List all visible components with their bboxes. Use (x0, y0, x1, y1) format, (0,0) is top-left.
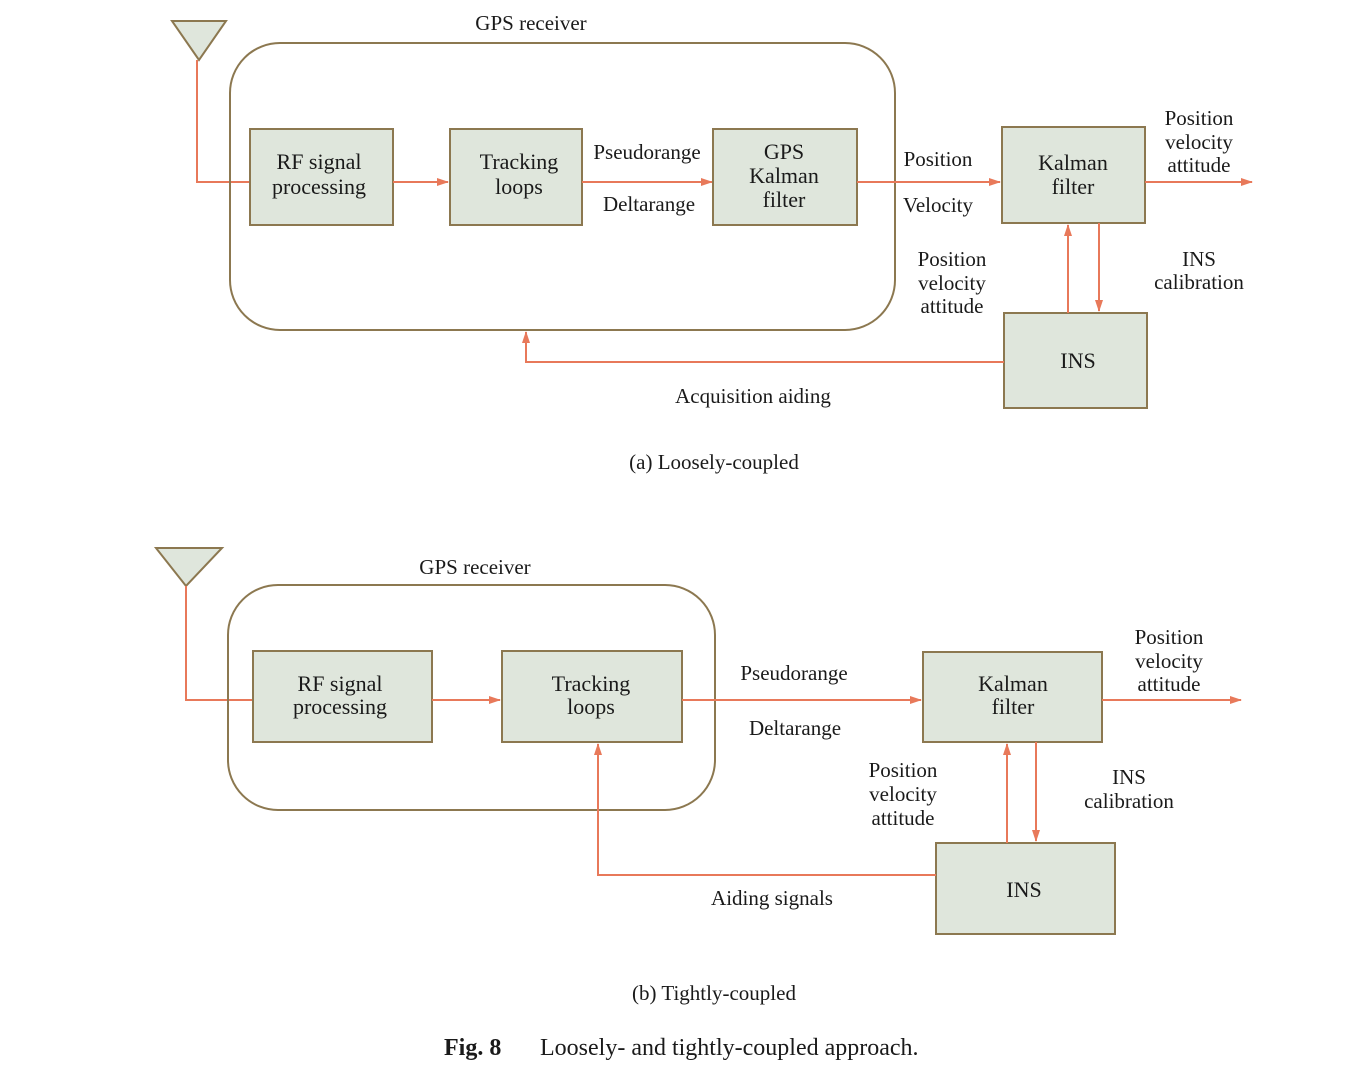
rf-block-label-line2: processing (272, 174, 366, 199)
output-label-line1: Position (1135, 625, 1204, 649)
rf-signal-processing-block (252, 650, 433, 743)
deltarange-label: Deltarange (749, 716, 841, 740)
acquisition-aiding-label: Acquisition aiding (675, 384, 831, 408)
ins-output-label-line2: velocity (918, 271, 986, 295)
loosely-coupled-caption: (a) Loosely-coupled (629, 450, 799, 474)
output-label-line1: Position (1165, 106, 1234, 130)
gps-kf-label-line3: filter (763, 187, 806, 212)
antenna-feed-line (196, 60, 250, 183)
kalman-block-label-line1: Kalman (1038, 150, 1108, 175)
pseudorange-label: Pseudorange (593, 140, 700, 164)
ins-output-label-line3: attitude (872, 806, 935, 830)
output-label-line3: attitude (1168, 153, 1231, 177)
ins-output-label-line1: Position (918, 247, 987, 271)
antenna-icon (170, 20, 228, 62)
aiding-signals-label: Aiding signals (711, 886, 833, 910)
antenna-feed-line (185, 586, 253, 701)
loosely-coupled-diagram: GPS receiver RF signal processing Tracki… (170, 11, 1253, 474)
tracking-block-label-line2: loops (567, 694, 615, 719)
rf-block-label-line1: RF signal (277, 149, 362, 174)
ins-block-label: INS (1006, 877, 1041, 902)
output-label-line3: attitude (1138, 672, 1201, 696)
rf-block-label-line1: RF signal (298, 671, 383, 696)
antenna-icon (153, 547, 225, 588)
deltarange-label: Deltarange (603, 192, 695, 216)
tracking-block-label-line1: Tracking (552, 671, 631, 696)
output-label-line2: velocity (1165, 130, 1233, 154)
tightly-coupled-caption: (b) Tightly-coupled (632, 981, 796, 1005)
tracking-block-label-line2: loops (495, 174, 543, 199)
ins-calibration-label-line2: calibration (1154, 270, 1244, 294)
pseudorange-label: Pseudorange (740, 661, 847, 685)
tracking-block-label-line1: Tracking (480, 149, 559, 174)
kalman-filter-block (922, 651, 1103, 743)
gps-receiver-frame (227, 584, 716, 811)
gps-receiver-label: GPS receiver (475, 11, 586, 35)
aiding-signals-arrow (594, 743, 936, 876)
gps-receiver-label: GPS receiver (419, 555, 530, 579)
gps-receiver-frame (229, 42, 896, 331)
tracking-loops-block (501, 650, 683, 743)
ins-output-label-line1: Position (869, 758, 938, 782)
ins-output-label-line2: velocity (869, 782, 937, 806)
kalman-block-label-line2: filter (992, 694, 1035, 719)
figure-title: Loosely- and tightly-coupled approach. (540, 1035, 919, 1061)
rf-signal-processing-block (249, 128, 394, 226)
kalman-block-label-line1: Kalman (978, 671, 1048, 696)
rf-block-label-line2: processing (293, 694, 387, 719)
ins-calibration-label-line1: INS (1182, 247, 1216, 271)
position-label: Position (904, 147, 973, 171)
ins-block-label: INS (1060, 348, 1095, 373)
figure-caption: Fig. 8 Loosely- and tightly-coupled appr… (444, 1035, 919, 1061)
tightly-coupled-diagram: GPS receiver RF signal processing Tracki… (153, 547, 1242, 1005)
gps-kf-label-line2: Kalman (749, 163, 819, 188)
kalman-filter-block (1001, 126, 1146, 224)
figure-number: Fig. 8 (444, 1035, 501, 1061)
ins-calibration-label-line2: calibration (1084, 789, 1174, 813)
ins-output-label-line3: attitude (921, 294, 984, 318)
ins-block (1003, 312, 1148, 409)
output-label-line2: velocity (1135, 649, 1203, 673)
velocity-label: Velocity (903, 193, 973, 217)
gps-kf-label-line1: GPS (764, 139, 804, 164)
kalman-block-label-line2: filter (1052, 174, 1095, 199)
gps-kalman-filter-block (712, 128, 858, 226)
ins-block (935, 842, 1116, 935)
ins-calibration-label-line1: INS (1112, 765, 1146, 789)
acquisition-aiding-arrow (522, 331, 1004, 363)
tracking-loops-block (449, 128, 583, 226)
